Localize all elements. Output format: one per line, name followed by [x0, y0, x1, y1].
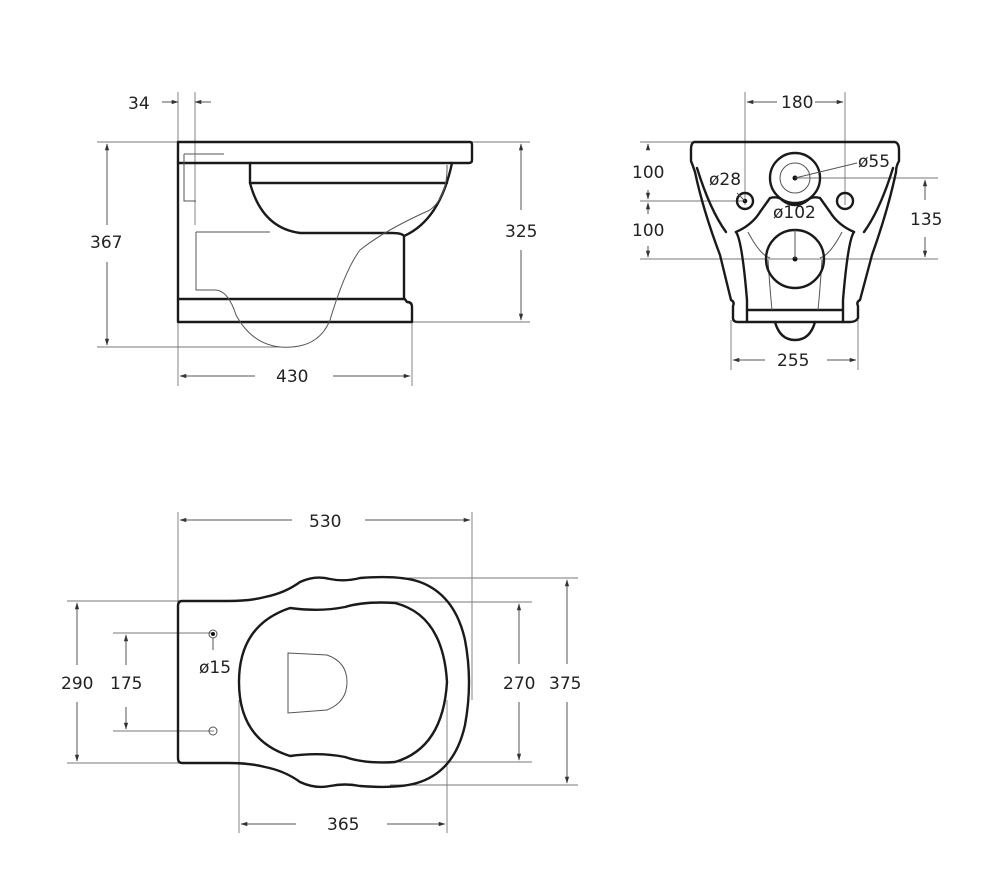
dim-body-height: 325	[505, 222, 537, 242]
dim-fixing-spacing: 175	[110, 674, 142, 694]
dim-total-length: 530	[309, 512, 341, 532]
dim-bowl-inner-width: 270	[503, 674, 535, 694]
dim-total-width: 375	[549, 674, 581, 694]
dim-rear-width: 290	[61, 674, 93, 694]
dim-inlet-to-outlet: 135	[910, 210, 942, 230]
dim-depth: 430	[276, 367, 308, 387]
dim-wall-offset: 34	[128, 94, 150, 114]
side-view: 34 367 325 430	[90, 92, 537, 387]
dim-fixing-hole-diameter: ø15	[199, 658, 231, 678]
dim-bolt-hole-diameter: ø28	[709, 170, 741, 190]
dim-bolt-spacing: 180	[781, 93, 813, 113]
dim-upper-offset: 100	[632, 163, 664, 183]
dim-bowl-length: 365	[327, 815, 359, 835]
dim-lower-offset: 100	[632, 221, 664, 241]
dim-base-width: 255	[777, 351, 809, 371]
top-view: 530 290 175 270 375 365 ø15	[61, 512, 581, 835]
dim-inlet-diameter: ø55	[858, 152, 890, 172]
rear-view: 180 100 100 135 255	[632, 92, 942, 371]
dim-total-height: 367	[90, 233, 122, 253]
dim-outlet-diameter: ø102	[773, 203, 816, 223]
